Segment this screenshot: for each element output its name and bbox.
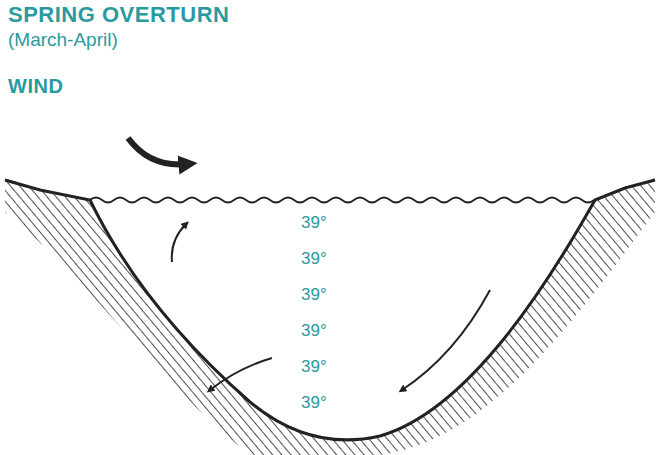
temperature-label: 39° <box>301 394 327 413</box>
temperature-label: 39° <box>301 214 327 233</box>
water-surface <box>90 198 594 203</box>
temperature-label: 39° <box>301 358 327 377</box>
lake-basin <box>5 180 655 440</box>
circulation-arrow <box>172 224 186 262</box>
temperature-label: 39° <box>301 250 327 269</box>
circulation-arrow <box>402 290 490 390</box>
lake-bank <box>5 178 655 455</box>
wind-arrow <box>128 138 188 164</box>
season-note: (March-April) <box>8 30 118 51</box>
diagram-title: SPRING OVERTURN <box>8 3 229 27</box>
circulation-arrow <box>210 358 272 390</box>
temperature-label: 39° <box>301 286 327 305</box>
wind-label: WIND <box>8 75 63 97</box>
temperature-label: 39° <box>301 322 327 341</box>
